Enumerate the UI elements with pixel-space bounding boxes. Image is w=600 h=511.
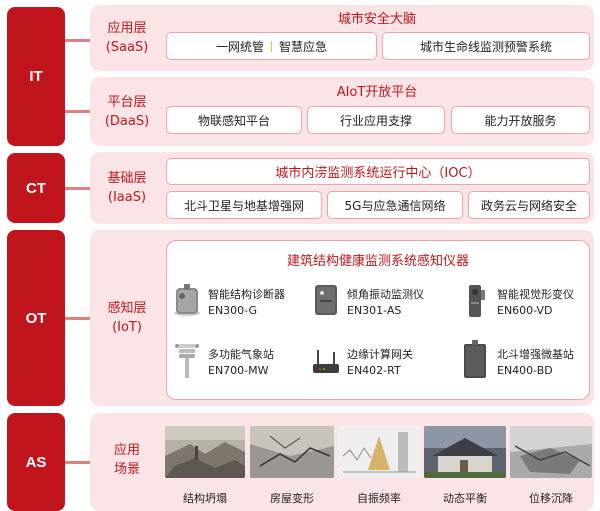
layer-ot-label: OT	[25, 309, 47, 327]
device-name-weather-station: 多功能气象站	[208, 348, 274, 361]
scene-house-deformation-image	[250, 426, 334, 478]
scene-collapse-label: 结构坍塌	[183, 492, 227, 505]
iot-label-line2: (IoT)	[112, 320, 142, 335]
connector-daas	[65, 110, 90, 113]
connector-iaas	[65, 187, 90, 190]
connector-iot	[65, 317, 90, 320]
scene-collapse-image	[165, 426, 245, 478]
iot-label-line1: 感知层	[107, 301, 147, 316]
daas-label-line2: (DaaS)	[104, 114, 150, 129]
device-model-tilt-vibration: EN301-AS	[347, 304, 402, 317]
saas-box-lifeline: 城市生命线监测预警系统	[382, 32, 590, 60]
structure-diagnoser-icon	[170, 282, 204, 318]
saas-label: 应用层 (SaaS)	[90, 19, 164, 57]
scene-house-deformation-label: 房屋变形	[270, 492, 314, 505]
device-name-visual-deformation: 智能视觉形变仪	[497, 288, 574, 301]
visual-deformation-icon	[459, 282, 493, 320]
iaas-label-line1: 基础层	[107, 171, 147, 186]
layer-it-label: IT	[29, 68, 43, 85]
scene-natural-frequency-image	[338, 426, 420, 478]
device-model-visual-deformation: EN600-VD	[497, 304, 553, 317]
scenes-label-line2: 场景	[113, 462, 140, 477]
weather-station-icon	[170, 340, 204, 380]
daas-box-industry-support: 行业应用支撑	[307, 106, 445, 134]
edge-gateway-icon	[309, 344, 343, 378]
layer-ct-label: CT	[26, 179, 46, 197]
connector-saas	[65, 39, 90, 42]
device-name-beidou-base-station: 北斗增强微基站	[497, 348, 574, 361]
tilt-vibration-monitor-icon	[310, 282, 342, 318]
scene-dynamic-balance-label: 动态平衡	[443, 492, 487, 505]
device-model-beidou-base-station: EN400-BD	[497, 364, 553, 377]
saas-box1-part2: 智慧应急	[279, 39, 328, 54]
device-model-edge-gateway: EN402-RT	[347, 364, 401, 377]
iaas-label-line2: (IaaS)	[107, 190, 147, 205]
iaas-box-5g-network: 5G与应急通信网络	[327, 191, 463, 219]
layer-ct-block: CT	[7, 153, 65, 223]
saas-box1-part1: 一网统管	[215, 39, 264, 54]
device-name-edge-gateway: 边缘计算网关	[347, 348, 413, 361]
device-model-weather-station: EN700-MW	[208, 364, 269, 377]
layer-ot-block: OT	[7, 230, 65, 406]
beidou-base-station-icon	[458, 340, 492, 382]
iaas-label: 基础层 (IaaS)	[90, 169, 164, 207]
device-model-structure-diagnoser: EN300-G	[208, 304, 258, 317]
daas-label: 平台层 (DaaS)	[90, 93, 164, 131]
device-name-tilt-vibration: 倾角振动监测仪	[347, 288, 424, 301]
iot-title: 建筑结构健康监测系统感知仪器	[286, 254, 469, 269]
saas-title: 城市安全大脑	[337, 12, 416, 27]
scenes-label-line1: 应用	[113, 443, 140, 458]
connector-scenes	[65, 461, 90, 464]
scene-displacement-settlement-image	[510, 426, 592, 478]
scenes-label: 应用 场景	[90, 441, 164, 479]
saas-label-line1: 应用层	[107, 21, 147, 36]
layer-it-block: IT	[7, 7, 65, 146]
device-name-structure-diagnoser: 智能结构诊断器	[208, 288, 285, 301]
layer-as-block: AS	[7, 413, 65, 511]
daas-title: AIoT开放平台	[336, 85, 418, 100]
daas-label-line1: 平台层	[107, 95, 147, 110]
iaas-box-beidou-network: 北斗卫星与地基增强网	[166, 191, 322, 219]
scene-natural-frequency-label: 自振频率	[357, 492, 401, 505]
saas-label-line2: (SaaS)	[105, 40, 149, 55]
iaas-box-cloud-security: 政务云与网络安全	[468, 191, 590, 219]
iaas-title-box: 城市内涝监测系统运行中心（IOC）	[166, 158, 590, 185]
separator	[271, 40, 272, 52]
iot-devices-box	[166, 240, 590, 400]
daas-box-iot-platform: 物联感知平台	[166, 106, 302, 134]
saas-box-unified-management: 一网统管智慧应急	[166, 32, 377, 60]
iot-label: 感知层 (IoT)	[90, 299, 164, 337]
scene-displacement-settlement-label: 位移沉降	[529, 492, 573, 505]
scene-dynamic-balance-image	[424, 426, 506, 478]
layer-as-label: AS	[25, 453, 47, 471]
daas-box-open-services: 能力开放服务	[451, 106, 590, 134]
